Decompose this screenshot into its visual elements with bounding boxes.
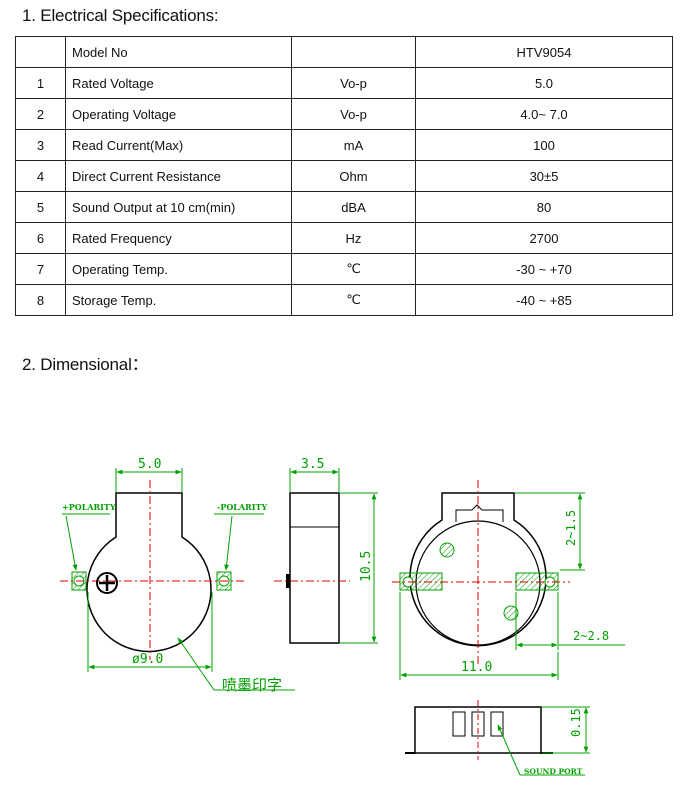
negative-polarity-label: -POLARITY <box>217 502 267 512</box>
cell-param: Model No <box>65 36 292 68</box>
cell-unit: mA <box>291 129 416 161</box>
cell-value: 30±5 <box>415 160 673 192</box>
bottom-view: 0.15 SOUND PORT <box>405 700 590 776</box>
cell-param: Sound Output at 10 cm(min) <box>65 191 292 223</box>
back-right-label: 2~2.8 <box>573 629 609 643</box>
dimension-section-title: 2. Dimensional： <box>22 355 149 374</box>
cell-value: 80 <box>415 191 673 223</box>
cell-value: 4.0~ 7.0 <box>415 98 673 130</box>
cell-value: HTV9054 <box>415 36 673 68</box>
bottom-height-label: 0.15 <box>569 708 583 737</box>
cell-unit: dBA <box>291 191 416 223</box>
cell-no: 5 <box>15 191 66 223</box>
side-view: 3.5 10.5 <box>274 457 378 644</box>
cell-no: 7 <box>15 253 66 285</box>
cell-param: Direct Current Resistance <box>65 160 292 192</box>
cell-param: Operating Voltage <box>65 98 292 130</box>
cell-unit: Ohm <box>291 160 416 192</box>
cell-unit: Vo-p <box>291 67 416 99</box>
plus-mark-icon <box>96 572 118 594</box>
cell-value: 5.0 <box>415 67 673 99</box>
cell-value: 2700 <box>415 222 673 254</box>
cell-value: -30 ~ +70 <box>415 253 673 285</box>
cell-param: Storage Temp. <box>65 284 292 316</box>
back-width-label: 11.0 <box>461 660 492 675</box>
cell-value: 100 <box>415 129 673 161</box>
cell-unit: ℃ <box>291 284 416 316</box>
side-height-label: 10.5 <box>359 551 374 582</box>
spec-section-title: 1. Electrical Specifications: <box>22 6 219 25</box>
cell-unit: Hz <box>291 222 416 254</box>
cell-no: 1 <box>15 67 66 99</box>
cell-param: Rated Voltage <box>65 67 292 99</box>
sound-port-label: SOUND PORT <box>524 767 583 776</box>
front-view: 5.0 ø9.0 +POLARITY -POLARITY 喷墨印字 <box>60 457 295 694</box>
back-view: 2~1.5 2~2.8 11.0 <box>392 480 625 680</box>
positive-polarity-label: +POLARITY <box>62 502 116 512</box>
ink-print-label: 喷墨印字 <box>222 676 282 694</box>
cell-no: 3 <box>15 129 66 161</box>
cell-unit <box>291 36 416 68</box>
cell-no: 8 <box>15 284 66 316</box>
cell-no: 6 <box>15 222 66 254</box>
dimension-drawing: 5.0 ø9.0 +POLARITY -POLARITY 喷墨印字 3.5 10… <box>60 457 625 776</box>
table-header-row: Model No HTV9054 <box>15 36 673 68</box>
side-width-label: 3.5 <box>301 457 324 472</box>
cell-unit: Vo-p <box>291 98 416 130</box>
front-width-label: 5.0 <box>138 457 161 472</box>
cell-no: 2 <box>15 98 66 130</box>
cell-no <box>15 36 66 68</box>
back-top-label: 2~1.5 <box>564 510 578 546</box>
cell-unit: ℃ <box>291 253 416 285</box>
cell-param: Operating Temp. <box>65 253 292 285</box>
cell-param: Read Current(Max) <box>65 129 292 161</box>
front-diameter-label: ø9.0 <box>132 652 163 667</box>
cell-param: Rated Frequency <box>65 222 292 254</box>
cell-value: -40 ~ +85 <box>415 284 673 316</box>
cell-no: 4 <box>15 160 66 192</box>
